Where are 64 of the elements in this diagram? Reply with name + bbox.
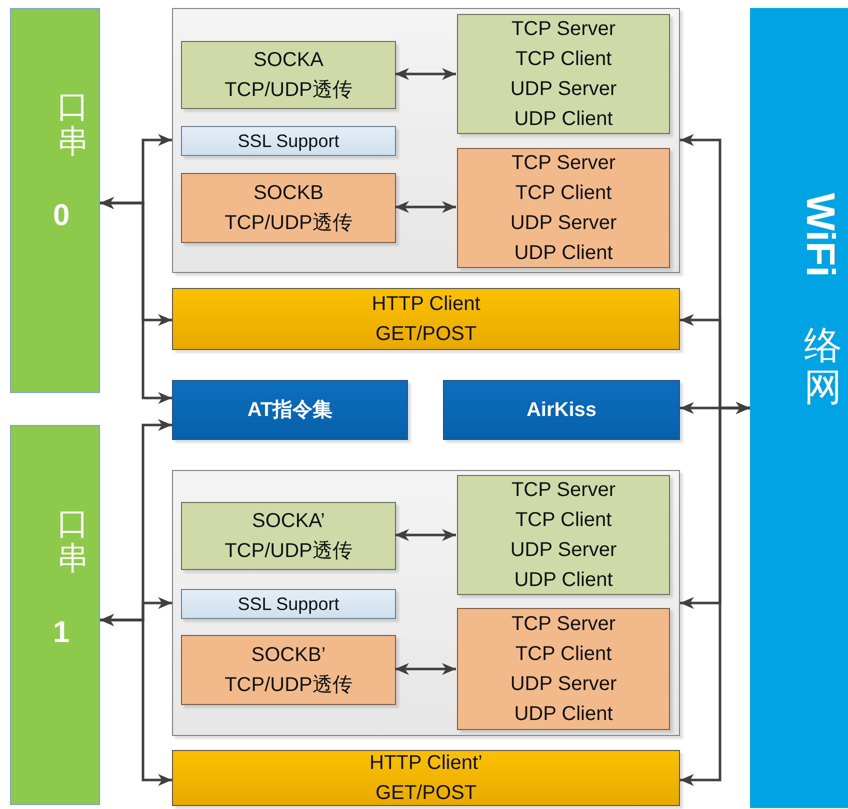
socket-box <box>181 502 396 570</box>
ssl-box <box>181 589 396 619</box>
box-text: TCP Client <box>515 642 612 667</box>
http-client-box <box>172 288 680 350</box>
box-text: TCP Server <box>511 612 616 637</box>
box-text: TCP/UDP透传 <box>224 673 352 698</box>
box-text: TCP Server <box>511 478 616 503</box>
protocol-list-box <box>457 608 670 730</box>
bidirectional-arrow <box>100 614 172 786</box>
socket-box <box>181 41 396 109</box>
box-text: UDP Server <box>510 672 617 697</box>
box-text: SOCKA’ <box>252 509 325 534</box>
socket-group-panel <box>172 8 680 273</box>
box-text: UDP Server <box>510 211 617 236</box>
box-text: GET/POST <box>375 322 477 347</box>
bidirectional-arrow <box>395 663 456 675</box>
protocol-list-box <box>457 475 670 595</box>
protocol-list-box <box>457 148 670 268</box>
box-text: UDP Server <box>510 538 617 563</box>
box-title: AT指令集 <box>247 398 333 423</box>
box-text: UDP Server <box>510 77 617 102</box>
box-text: UDP Client <box>514 107 613 132</box>
box-text: HTTP Client’ <box>370 751 482 776</box>
box-text: SOCKB <box>253 181 324 206</box>
socket-box <box>181 635 396 705</box>
box-text: TCP/UDP透传 <box>224 78 352 103</box>
network-label: WiFi <box>800 193 840 278</box>
box-text: SOCKB’ <box>251 643 326 668</box>
airkiss-box <box>443 380 680 440</box>
command-set-box <box>172 380 408 440</box>
network-label: 络网 <box>804 326 842 410</box>
port-label: 口串 <box>57 506 89 576</box>
box-text: TCP Client <box>515 181 612 206</box>
wifi-network-bar <box>750 8 848 808</box>
bidirectional-arrow <box>395 68 456 80</box>
box-text: SSL Support <box>238 130 340 153</box>
box-text: TCP Server <box>511 17 616 42</box>
protocol-list-box <box>457 14 670 134</box>
box-title: AirKiss <box>526 398 597 423</box>
serial-port-bar <box>10 425 100 805</box>
port-label: 口串 <box>57 89 89 160</box>
box-text: TCP/UDP透传 <box>224 539 352 564</box>
box-text: TCP Server <box>511 151 616 176</box>
box-text: TCP Client <box>515 47 612 72</box>
box-text: SSL Support <box>238 593 340 616</box>
socket-group-panel <box>172 470 680 736</box>
bidirectional-arrow <box>395 529 456 541</box>
bidirectional-arrow <box>680 402 750 786</box>
port-number: 0 <box>53 199 70 233</box>
box-text: SOCKA <box>253 48 324 73</box>
box-text: UDP Client <box>514 702 613 727</box>
box-text: TCP/UDP透传 <box>224 211 352 236</box>
socket-box <box>181 173 396 243</box>
box-text: GET/POST <box>375 781 477 806</box>
ssl-box <box>181 126 396 156</box>
box-text: TCP Client <box>515 508 612 533</box>
bidirectional-arrow <box>100 197 172 404</box>
bidirectional-arrow <box>395 201 456 213</box>
box-text: HTTP Client <box>372 292 480 317</box>
box-text: UDP Client <box>514 568 613 593</box>
http-client-box <box>172 750 680 806</box>
box-text: UDP Client <box>514 241 613 266</box>
serial-port-bar <box>10 8 100 393</box>
port-number: 1 <box>53 616 70 650</box>
